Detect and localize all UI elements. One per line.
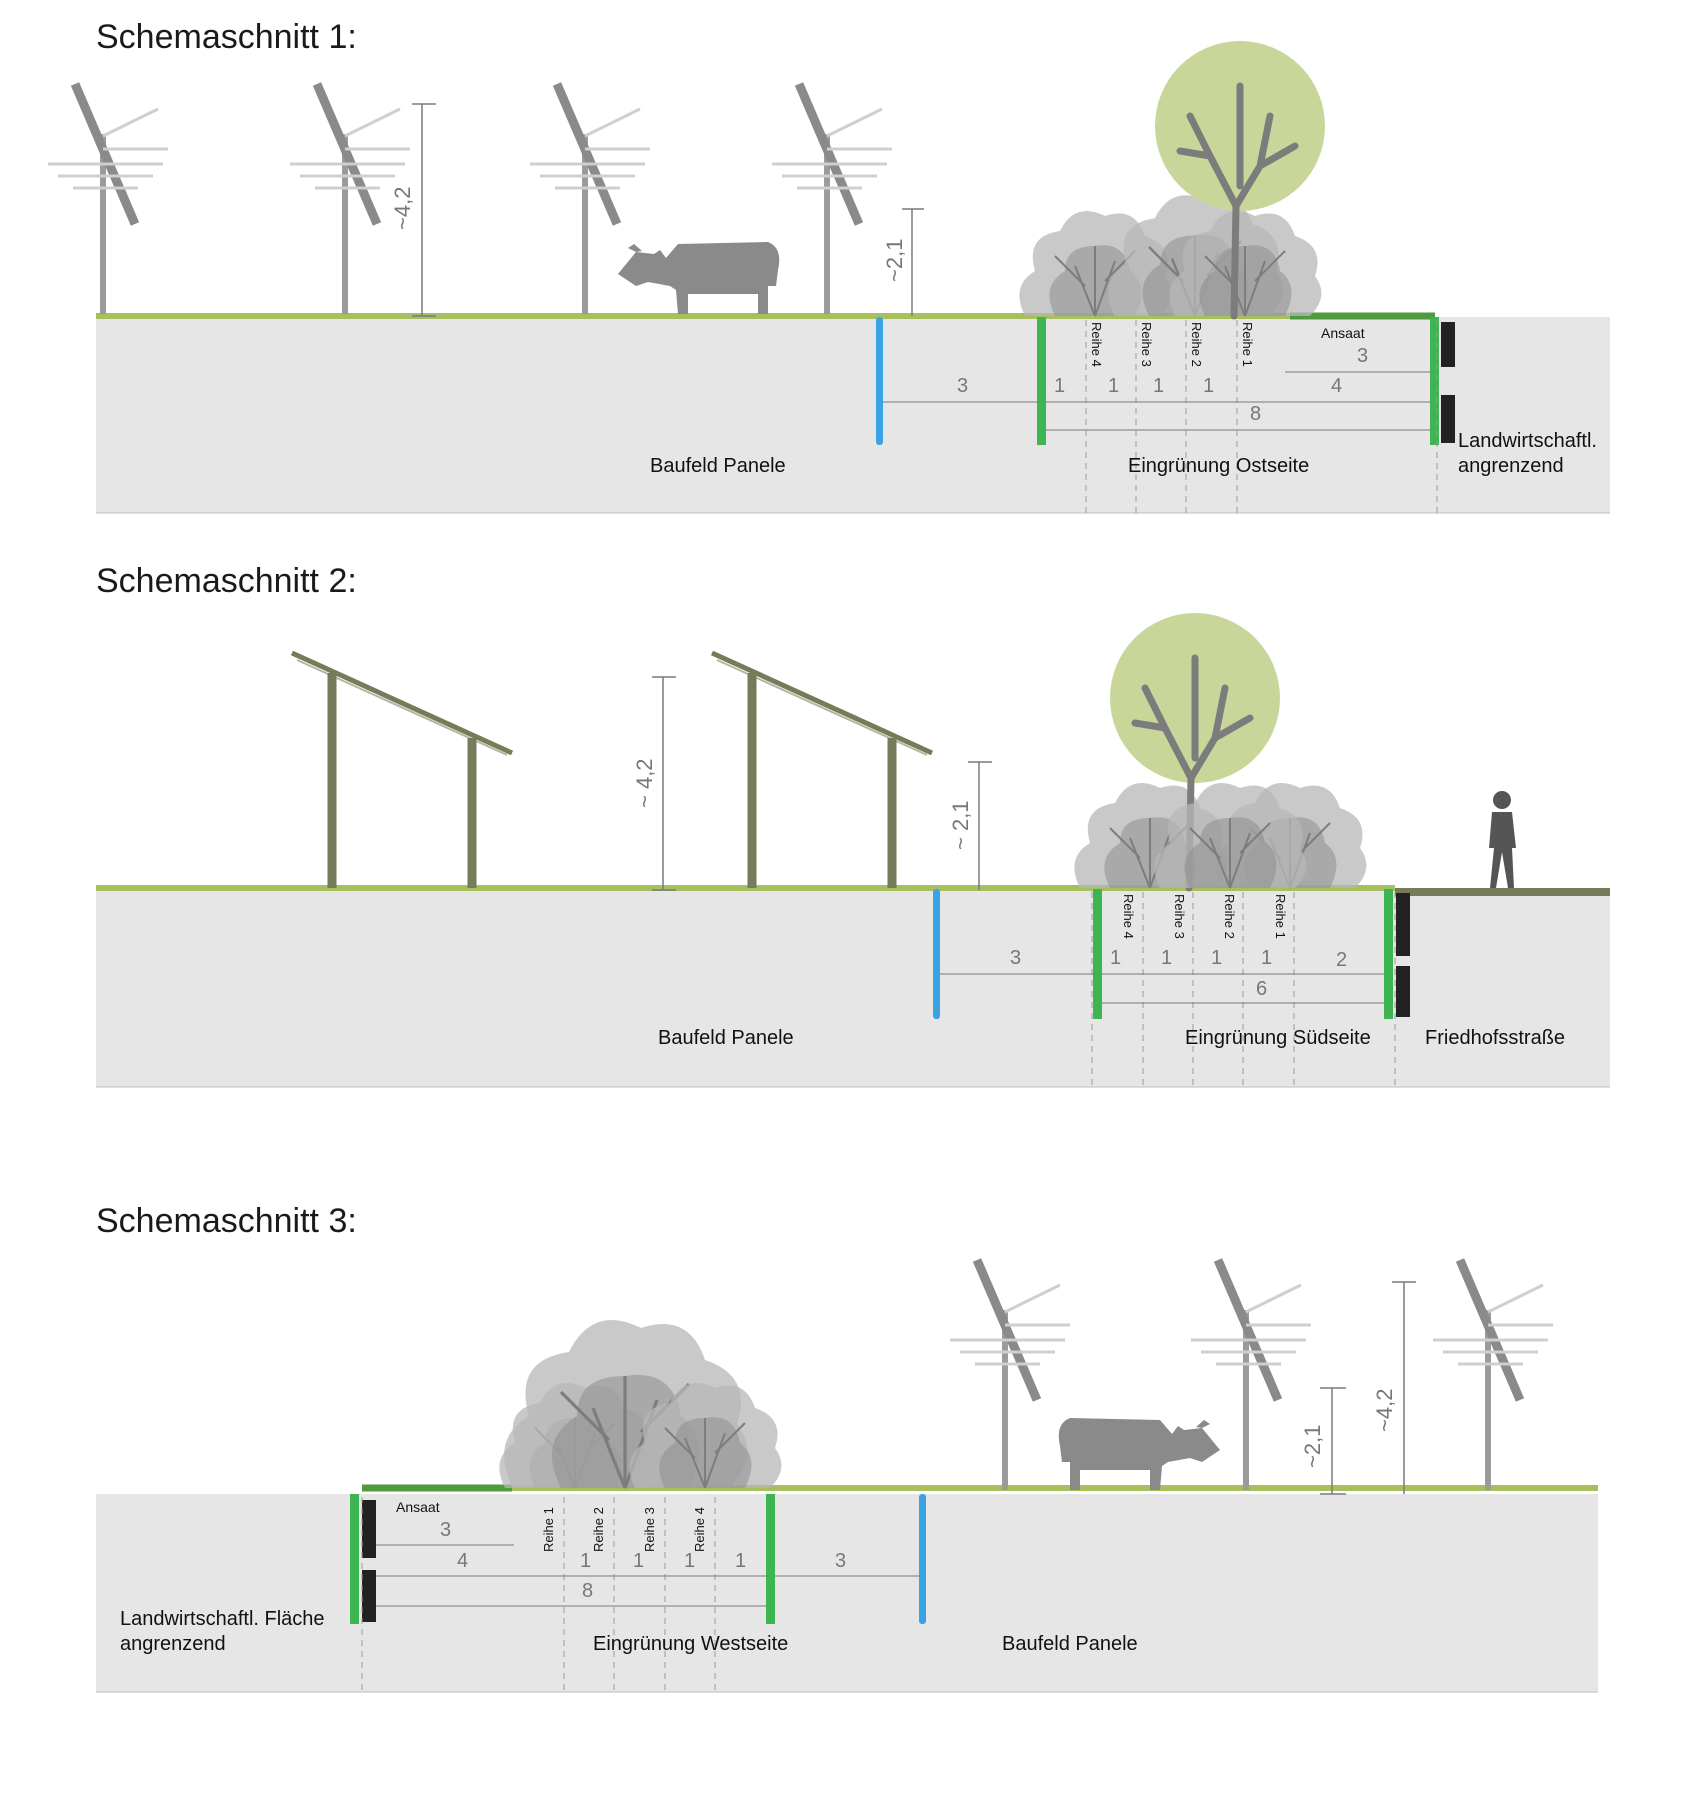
dim-8: 8 xyxy=(582,1580,593,1602)
solar-tracker-icon xyxy=(1433,1260,1553,1490)
hedge-edge-marker xyxy=(1430,317,1439,445)
solar-tracker-icon xyxy=(950,1260,1070,1490)
dim-1: 1 xyxy=(735,1550,746,1572)
dim-1: 1 xyxy=(1153,375,1164,397)
cow-icon xyxy=(618,242,780,314)
side-label: Friedhofsstraße xyxy=(1425,1027,1565,1049)
dim-height-4-2: ~ 4,2 xyxy=(632,758,657,808)
baufeld-label: Baufeld Panele xyxy=(1002,1633,1138,1655)
row-label: Reihe 2 xyxy=(1189,322,1204,367)
dim-3: 3 xyxy=(957,375,968,397)
dim-8: 8 xyxy=(1250,403,1261,425)
hedge-edge-marker xyxy=(350,1494,359,1624)
eingruenung-label: Eingrünung Südseite xyxy=(1185,1027,1371,1049)
dim-3: 3 xyxy=(440,1519,451,1541)
row-label: Reihe 3 xyxy=(1172,894,1187,939)
dim-1: 1 xyxy=(1108,375,1119,397)
hedge-edge-marker xyxy=(766,1494,775,1624)
section-2-title: Schemaschnitt 2: xyxy=(96,562,357,600)
row-label: Reihe 1 xyxy=(1240,322,1255,367)
row-label: Reihe 4 xyxy=(692,1507,707,1552)
side-label-line-1: Landwirtschaftl. Fläche xyxy=(120,1608,325,1630)
border-marker xyxy=(362,1570,376,1622)
baufeld-label: Baufeld Panele xyxy=(650,455,786,477)
dim-1: 1 xyxy=(1161,947,1172,969)
side-label-line-1: Landwirtschaftl. xyxy=(1458,430,1597,452)
dim-1: 1 xyxy=(1261,947,1272,969)
fence-blue-marker xyxy=(876,317,883,445)
solar-tracker-icon xyxy=(48,84,168,314)
hedge-edge-marker xyxy=(1093,889,1102,1019)
dim-height-2-1: ~ 2,1 xyxy=(948,800,973,850)
row-label: Reihe 4 xyxy=(1089,322,1104,367)
dim-1: 1 xyxy=(1203,375,1214,397)
baufeld-label: Baufeld Panele xyxy=(658,1027,794,1049)
dim-1: 1 xyxy=(633,1550,644,1572)
dim-1: 1 xyxy=(580,1550,591,1572)
row-label: Reihe 4 xyxy=(1121,894,1136,939)
row-label: Reihe 2 xyxy=(1222,894,1237,939)
side-label-line-2: angrenzend xyxy=(120,1633,226,1655)
border-marker xyxy=(1441,322,1455,367)
dim-height-2-1: ~2,1 xyxy=(1300,1425,1325,1468)
fence-blue-marker xyxy=(919,1494,926,1624)
hedge-edge-marker xyxy=(1037,317,1046,445)
border-marker xyxy=(1396,893,1410,956)
dim-1: 1 xyxy=(1110,947,1121,969)
ansaat-label: Ansaat xyxy=(396,1499,440,1515)
cow-icon xyxy=(1058,1418,1220,1490)
pedestrian-icon xyxy=(1489,791,1516,888)
dim-height-4-2: ~4,2 xyxy=(1372,1389,1397,1432)
section-1: ~4,2 ~2,1 3 1 1 1 1 3 4 8 Reihe 4 Reihe … xyxy=(48,41,1610,514)
dim-1: 1 xyxy=(684,1550,695,1572)
section-3-title: Schemaschnitt 3: xyxy=(96,1202,357,1240)
dim-1: 1 xyxy=(1211,947,1222,969)
row-label: Reihe 1 xyxy=(541,1507,556,1552)
border-marker xyxy=(362,1500,376,1558)
row-label: Reihe 1 xyxy=(1273,894,1288,939)
dim-height-2-1: ~2,1 xyxy=(882,239,907,282)
eingruenung-label: Eingrünung Ostseite xyxy=(1128,455,1309,477)
section-3: ~2,1 ~4,2 3 4 1 1 1 1 8 3 Reihe 1 Reihe … xyxy=(96,1260,1598,1693)
section-1-title: Schemaschnitt 1: xyxy=(96,18,357,56)
border-marker xyxy=(1396,966,1410,1017)
fence-blue-marker xyxy=(933,889,940,1019)
ground-section-2 xyxy=(96,889,1610,1087)
dim-4: 4 xyxy=(1331,375,1342,397)
solar-tracker-icon xyxy=(772,84,892,314)
dim-2: 2 xyxy=(1336,949,1347,971)
side-label-line-2: angrenzend xyxy=(1458,455,1564,477)
hedge-edge-marker xyxy=(1384,889,1393,1019)
dim-3: 3 xyxy=(1357,345,1368,367)
dim-3: 3 xyxy=(835,1550,846,1572)
row-label: Reihe 3 xyxy=(642,1507,657,1552)
road-surface xyxy=(1395,888,1610,896)
ground-section-1 xyxy=(96,317,1610,513)
dim-1: 1 xyxy=(1054,375,1065,397)
section-2: ~ 4,2 ~ 2,1 3 1 1 1 1 2 6 Reihe 4 Reihe … xyxy=(96,613,1610,1088)
dim-6: 6 xyxy=(1256,978,1267,1000)
agri-pv-structure-icon xyxy=(712,653,932,888)
row-label: Reihe 3 xyxy=(1139,322,1154,367)
border-marker xyxy=(1441,395,1455,443)
row-label: Reihe 2 xyxy=(591,1507,606,1552)
ground-section-3 xyxy=(96,1494,1598,1692)
eingruenung-label: Eingrünung Westseite xyxy=(593,1633,788,1655)
ansaat-label: Ansaat xyxy=(1321,325,1365,341)
dim-4: 4 xyxy=(457,1550,468,1572)
agri-pv-structure-icon xyxy=(292,653,512,888)
dim-3: 3 xyxy=(1010,947,1021,969)
dim-height-4-2: ~4,2 xyxy=(390,187,415,230)
